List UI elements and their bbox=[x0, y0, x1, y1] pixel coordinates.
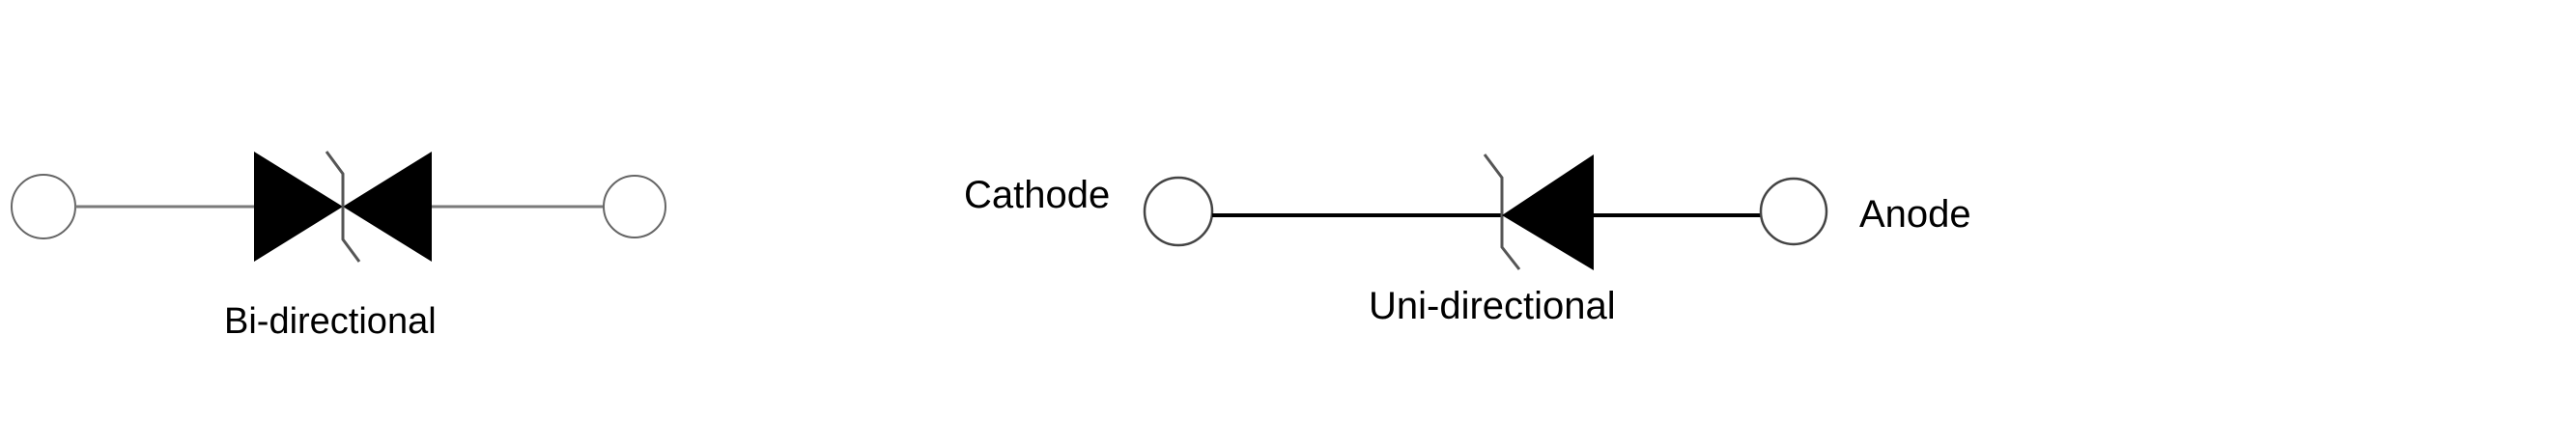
cathode-label: Cathode bbox=[964, 174, 1111, 216]
bidirectional-caption: Bi-directional bbox=[224, 301, 437, 342]
bi-right-triangle bbox=[343, 152, 432, 262]
bi-right-terminal bbox=[603, 175, 666, 238]
unidirectional-symbol bbox=[1143, 154, 1828, 270]
bi-left-terminal bbox=[11, 174, 76, 239]
bidirectional-symbol bbox=[11, 151, 666, 263]
uni-triangle bbox=[1502, 154, 1594, 270]
uni-cathode-terminal bbox=[1143, 176, 1214, 247]
bi-left-triangle bbox=[254, 152, 343, 262]
uni-zener-bar bbox=[1483, 154, 1521, 270]
anode-label: Anode bbox=[1859, 193, 1971, 236]
bi-zener-bar bbox=[325, 151, 361, 263]
unidirectional-caption: Uni-directional bbox=[1369, 285, 1616, 327]
uni-anode-terminal bbox=[1759, 177, 1828, 246]
